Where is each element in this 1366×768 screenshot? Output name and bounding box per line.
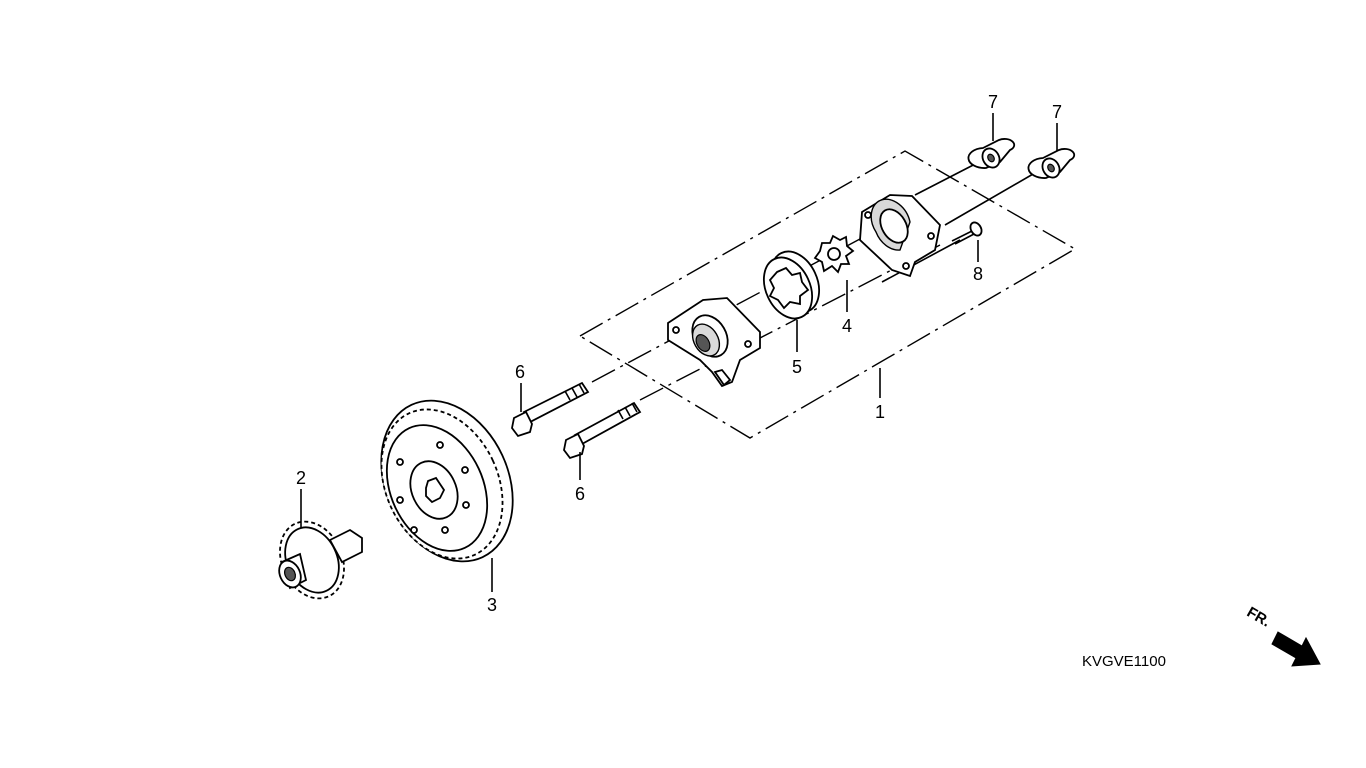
callout-3: 3: [487, 595, 497, 615]
bolt-6-lower: [563, 401, 642, 460]
collar-7-right: [1027, 148, 1076, 179]
collar-7-left: [967, 138, 1016, 169]
pump-cover: [859, 194, 941, 278]
callout-8: 8: [973, 264, 983, 284]
bolt-6-upper: [511, 381, 590, 438]
pump-body: [667, 297, 761, 388]
gear-3: [380, 399, 514, 563]
gear-2: [278, 520, 363, 600]
diagram-code: KVGVE1100: [1082, 653, 1166, 670]
assembly-1-boundary: [578, 150, 1077, 439]
alignment-lines: [591, 159, 1041, 401]
inner-rotor-4: [813, 234, 855, 274]
callout-6-upper: 6: [515, 362, 525, 382]
callout-1: 1: [875, 402, 885, 422]
callout-6-lower: 6: [575, 484, 585, 504]
callout-2: 2: [296, 468, 306, 488]
callout-5: 5: [792, 357, 802, 377]
screw-8: [951, 221, 983, 245]
callout-7-right: 7: [1052, 102, 1062, 122]
outer-rotor-5: [763, 250, 820, 320]
callout-7-left: 7: [988, 92, 998, 112]
leader-lines: [300, 113, 1058, 592]
direction-label: FR.: [1244, 604, 1273, 631]
front-direction-arrow-icon: [1271, 631, 1321, 667]
callout-4: 4: [842, 316, 852, 336]
